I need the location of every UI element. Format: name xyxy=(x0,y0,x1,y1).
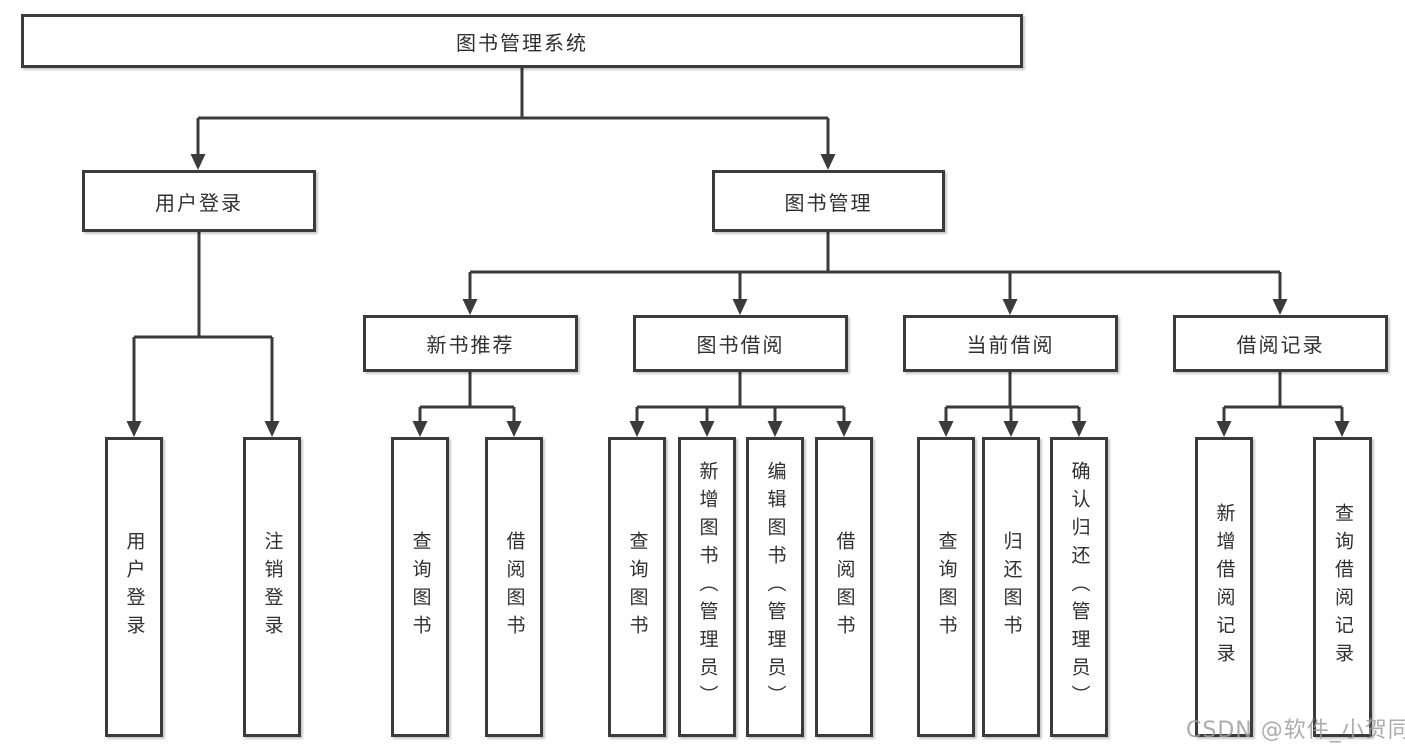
connector-borrow-records xyxy=(1222,372,1344,424)
node-current-borrow: 当前借阅 xyxy=(903,315,1118,372)
connector-book-management xyxy=(468,232,1282,301)
leaf-add-borrow-record: 新增借阅记录 xyxy=(1195,437,1253,737)
connector-user-login xyxy=(132,232,274,424)
leaf-return-books: 归还图书 xyxy=(982,437,1040,737)
connector-root xyxy=(196,68,830,156)
node-new-book-recommend: 新书推荐 xyxy=(363,315,578,372)
csdn-watermark: CSDN @软件_小贺同学 xyxy=(1186,718,1405,743)
node-root: 图书管理系统 xyxy=(21,14,1023,68)
leaf-logout: 注销登录 xyxy=(243,437,301,737)
leaf-edit-books-admin: 编辑图书（管理员） xyxy=(746,437,804,737)
leaf-borrow-books: 借阅图书 xyxy=(815,437,873,737)
leaf-query-borrow-record: 查询借阅记录 xyxy=(1313,437,1372,737)
connector-current-borrow xyxy=(944,372,1081,424)
leaf-recommend-query-books: 查询图书 xyxy=(391,437,449,737)
node-book-borrow: 图书借阅 xyxy=(633,315,848,372)
leaf-recommend-borrow-books: 借阅图书 xyxy=(485,437,543,737)
leaf-current-query-books: 查询图书 xyxy=(917,437,975,737)
leaf-add-books-admin: 新增图书（管理员） xyxy=(678,437,736,737)
node-borrow-records: 借阅记录 xyxy=(1173,315,1388,372)
node-book-management: 图书管理 xyxy=(712,170,945,232)
connector-new-book-recommend xyxy=(418,372,516,424)
leaf-borrow-query-books: 查询图书 xyxy=(608,437,666,737)
leaf-user-login: 用户登录 xyxy=(105,437,163,737)
node-user-login: 用户登录 xyxy=(82,170,316,232)
connector-book-borrow xyxy=(635,372,846,424)
leaf-confirm-return-admin: 确认归还（管理员） xyxy=(1050,437,1108,737)
